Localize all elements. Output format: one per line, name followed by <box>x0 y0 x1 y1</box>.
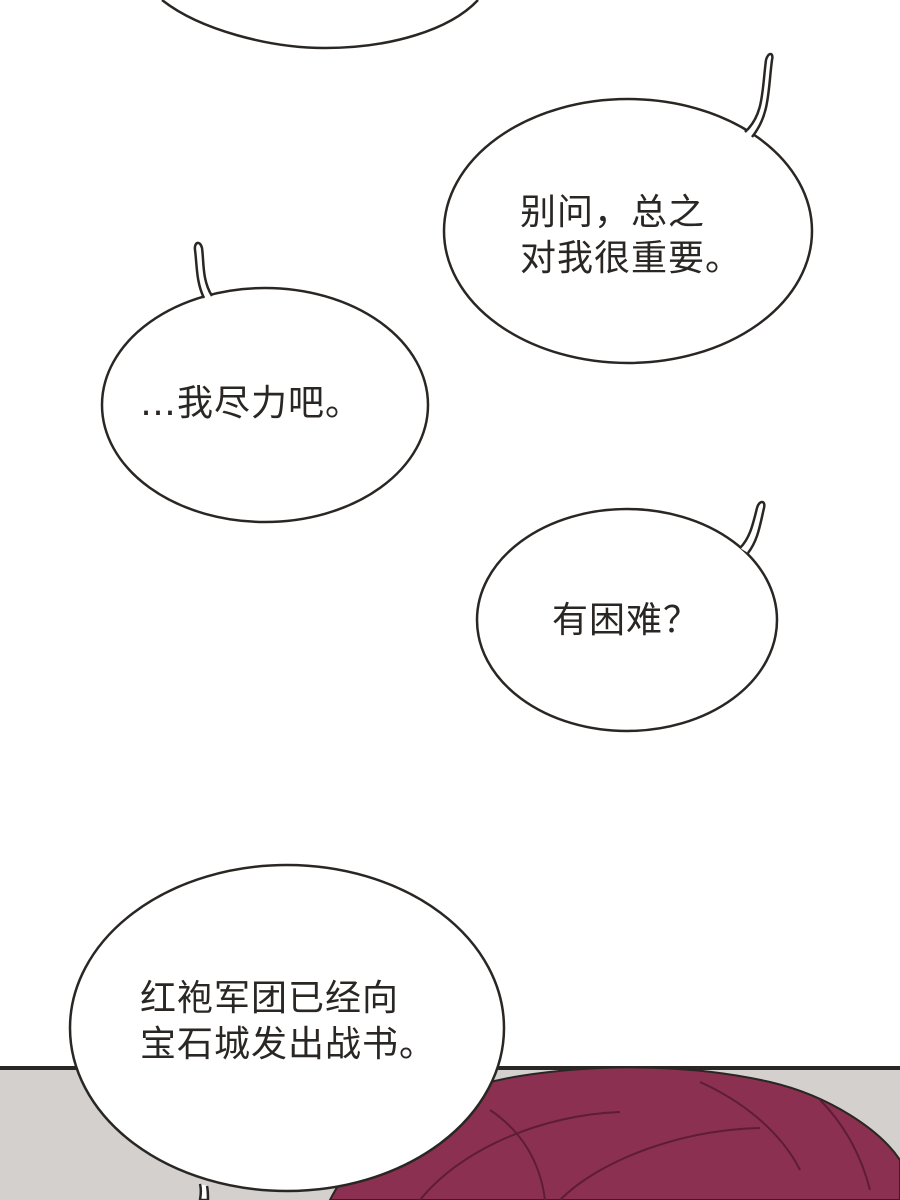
bubble-1-text: 别问，总之 对我很重要。 <box>520 190 742 282</box>
bubble-3-text: 有困难？ <box>552 598 700 644</box>
speech-bubble-top-partial <box>161 0 479 50</box>
speech-bubble-3 <box>475 500 779 733</box>
bubble-4-line-1: 红袍军团已经向 <box>140 978 400 1019</box>
speech-bubble-2 <box>100 241 430 524</box>
bubble-3-line-1: 有困难？ <box>552 600 701 641</box>
bubble-4-text: 红袍军团已经向 宝石城发出战书。 <box>140 976 436 1068</box>
speech-bubble-1 <box>442 52 814 365</box>
speech-bubble-4 <box>68 863 506 1200</box>
bubble-1-line-1: 别问，总之 <box>520 192 706 233</box>
bubble-1-line-2: 对我很重要。 <box>520 238 743 279</box>
bubble-2-text: …我尽力吧。 <box>140 381 362 427</box>
bubble-4-line-2: 宝石城发出战书。 <box>140 1024 437 1065</box>
bubble-2-line-1: …我尽力吧。 <box>140 383 363 424</box>
